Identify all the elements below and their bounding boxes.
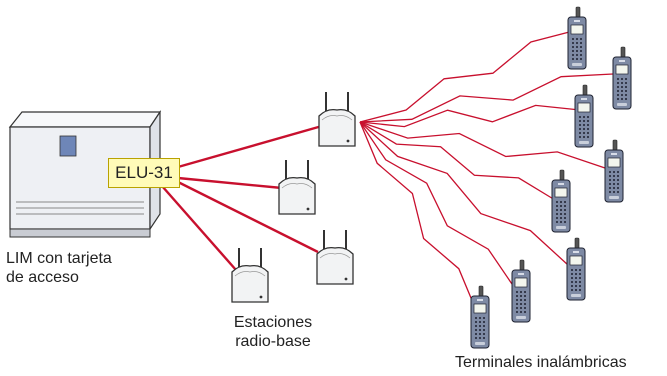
- handset-icon: [612, 46, 632, 110]
- handset-icon: [551, 169, 571, 233]
- wireless-link-6: [359, 121, 569, 266]
- link-to-base-station-top: [177, 124, 323, 169]
- wireless-link-1: [359, 29, 578, 123]
- handset-icon: [566, 237, 586, 301]
- wireless-link-2: [359, 73, 614, 123]
- lim-label-line-2: de acceso: [6, 269, 79, 286]
- base-stations-label: Estaciones radio-base: [208, 313, 338, 351]
- wireless-link-5: [359, 121, 556, 201]
- base-station-icon: [278, 159, 316, 215]
- base-station-icon: [318, 91, 356, 147]
- handset-icon: [567, 6, 587, 70]
- link-to-base-station-bottom: [161, 185, 237, 271]
- wireless-links: [359, 29, 614, 311]
- wireless-link-3: [359, 104, 581, 128]
- handset-icon: [511, 259, 531, 323]
- link-to-base-station-right: [177, 180, 319, 254]
- wireless-link-4: [359, 121, 606, 169]
- base-stations-label-line-1: Estaciones: [233, 314, 313, 331]
- base-station-icon: [231, 247, 269, 303]
- lim-label: LIM con tarjeta de acceso: [6, 249, 166, 287]
- terminals-label: Terminales inalámbricas: [455, 354, 627, 371]
- base-station-icon: [316, 229, 354, 285]
- wired-links: [161, 124, 323, 271]
- wireless-link-8: [359, 121, 477, 311]
- elu-31-label: ELU-31: [108, 158, 180, 188]
- base-stations-label-line-2: radio-base: [235, 333, 311, 350]
- handset-icon: [574, 84, 594, 148]
- wireless-link-7: [359, 121, 515, 288]
- handset-icon: [604, 139, 624, 203]
- lim-label-line-1: LIM con tarjeta: [6, 250, 112, 267]
- handset-icon: [470, 285, 490, 349]
- link-to-base-station-middle: [177, 176, 283, 190]
